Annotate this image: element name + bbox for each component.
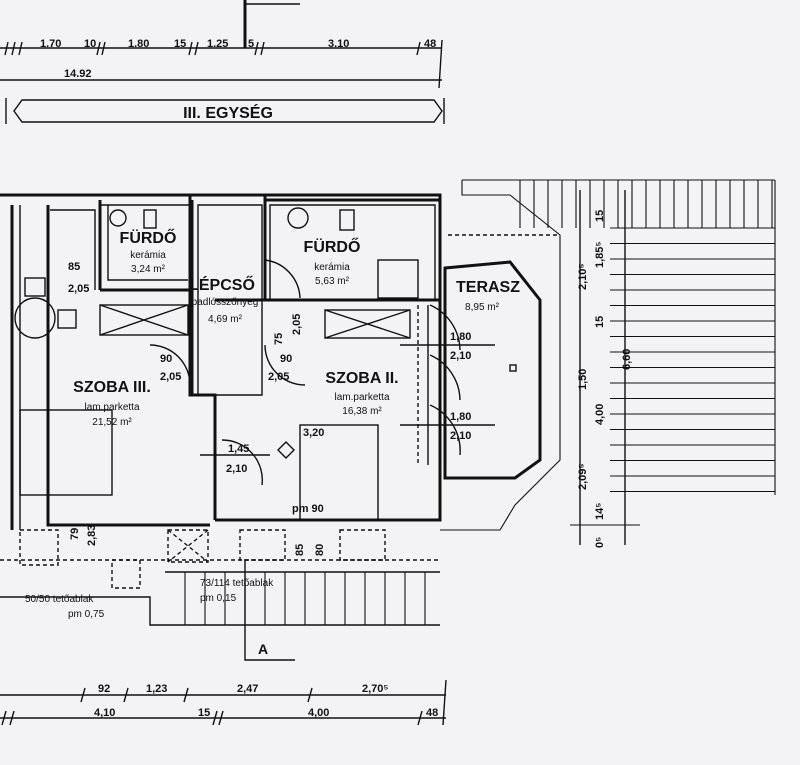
plan-label: 21,52 m² (92, 417, 132, 428)
plan-label: 3,24 m² (131, 264, 166, 275)
room-name: TERASZ (456, 279, 520, 296)
plan-label: 6,60 (621, 349, 633, 370)
plan-label: 1,80 (450, 411, 471, 423)
plan-label: 8,95 m² (465, 302, 500, 313)
bottom-dimension-chain: 92 1,23 2,47 2,70⁵ 4,10 15 4,00 48 (0, 679, 447, 726)
plan-label: 1,80 (450, 331, 471, 343)
plan-label: 2,05 (268, 371, 289, 383)
room-name: FÜRDŐ (120, 228, 177, 247)
plan-label: 50/50 tetőablak (25, 594, 94, 605)
plan-label: 16,38 m² (342, 406, 382, 417)
plan-label: 15 (594, 316, 606, 328)
plan-label: 90 (280, 353, 292, 365)
unit-banner: III. EGYSÉG (5, 98, 445, 124)
dim-label: 1.70 (40, 38, 61, 50)
dim-label: 3.10 (328, 38, 349, 50)
plan-label: padlósszőnyeg (192, 297, 259, 308)
plan-label: kerámia (314, 262, 350, 273)
plan-label: 4,00 (594, 404, 606, 425)
plan-label: 2,09⁵ (577, 463, 589, 490)
plan-label: lam.parketta (84, 402, 139, 413)
plan-label: 0⁵ (594, 537, 606, 548)
plan-label: 2,47 (237, 683, 258, 695)
dim-label: 48 (424, 38, 436, 50)
plan-label: 4,00 (308, 707, 329, 719)
plan-label: 75 (273, 333, 285, 345)
room-labels: FÜRDŐ kerámia 3,24 m² 85 2,05 LÉPCSŐ pad… (25, 228, 520, 657)
plan-label: 85 (68, 261, 80, 273)
plan-label: 4,69 m² (208, 314, 243, 325)
dim-label: 1.80 (128, 38, 149, 50)
plan-label: 3,20 (303, 427, 324, 439)
dim-label: 15 (174, 38, 186, 50)
plan-label: 2,70⁵ (362, 683, 389, 695)
plan-label: 73/114 tetőablak (200, 578, 274, 589)
plan-label: kerámia (130, 250, 166, 261)
plan-label: 2,05 (291, 314, 303, 335)
room-name: FÜRDŐ (304, 237, 361, 256)
plan-label: 5,63 m² (315, 276, 350, 287)
plan-label: 2,10 (450, 430, 471, 442)
plan-label: 2,05 (68, 283, 89, 295)
plan-label: 15 (198, 707, 210, 719)
plan-label: 80 (314, 544, 326, 556)
plan-label: 79 (69, 528, 81, 540)
plan-label: 1,85⁵ (594, 241, 606, 268)
plan-label: 90 (160, 353, 172, 365)
walls (0, 193, 560, 561)
plan-label: 1,50 (577, 369, 589, 390)
plan-label: 2,83 (86, 525, 98, 546)
dim-label: 10 (84, 38, 96, 50)
plan-label: 1,45 (228, 443, 249, 455)
plan-label: pm 90 (292, 503, 324, 515)
roof-windows (0, 529, 440, 661)
plan-label: 1,23 (146, 683, 167, 695)
dim-label: 5 (248, 38, 254, 50)
plan-label: 2,05 (160, 371, 181, 383)
plan-label: pm 0,75 (68, 609, 105, 620)
plan-label: 85 (294, 544, 306, 556)
plan-label: 92 (98, 683, 110, 695)
plan-label: 15 (594, 210, 606, 222)
plan-label: 2,10 (226, 463, 247, 475)
plan-label: 2,10 (450, 350, 471, 362)
plan-label: 4,10 (94, 707, 115, 719)
plan-label: pm 0,15 (200, 593, 237, 604)
room-name: LÉPCSŐ (189, 275, 255, 294)
plan-label: 48 (426, 707, 438, 719)
room-name: SZOBA III. (73, 379, 151, 396)
roof-hatch (440, 179, 776, 545)
top-dimension-chain: 1.70 10 1.80 15 1.25 5 3.10 48 14.92 (0, 0, 443, 89)
room-name: SZOBA II. (325, 370, 398, 387)
dim-total: 14.92 (64, 68, 92, 80)
plan-label: 2,10⁵ (577, 263, 589, 290)
plan-label: 14⁵ (594, 503, 606, 520)
section-mark: A (258, 641, 268, 657)
right-dimension-chain: 15 2,10⁵ 1,85⁵ 15 1,50 4,00 6,60 2,09⁵ 1… (577, 210, 633, 548)
plan-label: lam.parketta (334, 392, 389, 403)
unit-title: III. EGYSÉG (183, 103, 273, 122)
dim-label: 1.25 (207, 38, 228, 50)
